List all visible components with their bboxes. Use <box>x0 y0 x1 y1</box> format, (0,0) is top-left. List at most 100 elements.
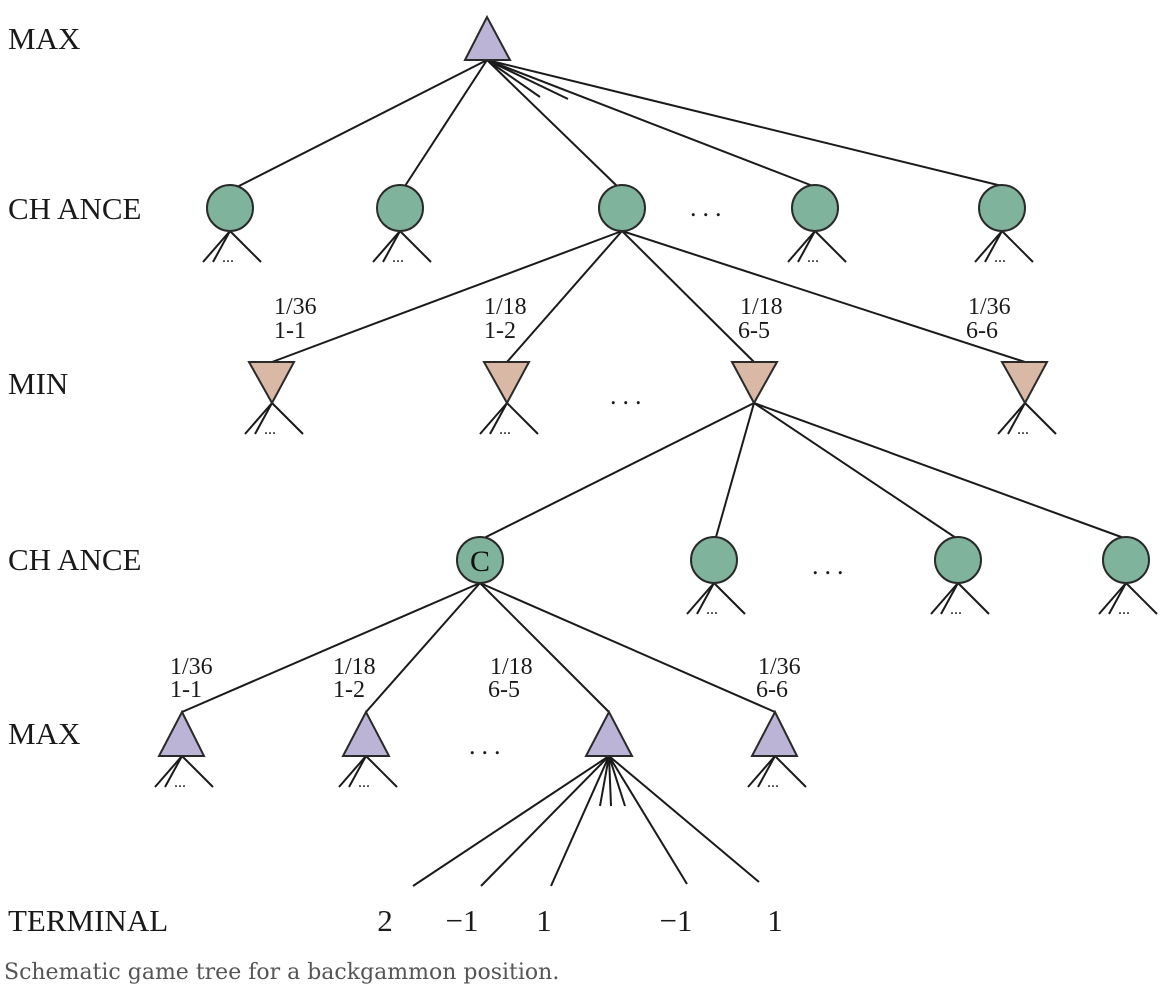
stub-line <box>348 755 367 788</box>
roll-label: 6-6 <box>966 318 998 344</box>
collapsed-subtree-stub: ... <box>930 582 990 618</box>
stub-line <box>787 230 816 263</box>
subtree-ellipsis: ... <box>1118 601 1130 618</box>
max-node-root <box>463 14 512 61</box>
edges-chance-2 <box>181 582 776 713</box>
stub-line <box>1001 230 1034 263</box>
stub-line <box>1125 582 1158 615</box>
chance-node <box>376 184 424 232</box>
subtree-ellipsis: ... <box>950 601 962 618</box>
stub-line <box>997 402 1026 435</box>
stub-line <box>229 230 262 263</box>
collapsed-subtree-stub: ... <box>154 755 214 791</box>
chance-node <box>934 536 982 584</box>
max-node <box>341 709 391 757</box>
terminal-value: −1 <box>446 903 479 938</box>
roll-label: 6-5 <box>738 318 770 344</box>
edge <box>608 755 760 883</box>
edge <box>621 230 755 363</box>
terminal-value: 1 <box>536 903 552 938</box>
stub-line <box>974 230 1003 263</box>
edge-stub <box>608 755 626 807</box>
stub-line <box>1108 582 1127 615</box>
edge <box>486 59 1003 187</box>
level-label-terminal: TERMINAL <box>8 903 168 938</box>
collapsed-subtree-stub: ... <box>747 755 807 791</box>
subtree-ellipsis: ... <box>358 774 370 791</box>
collapsed-subtree-stub: ... <box>974 230 1034 266</box>
edge <box>550 755 610 887</box>
edge <box>479 582 776 713</box>
roll-label: 1-2 <box>333 677 365 703</box>
figure-caption: Schematic game tree for a backgammon pos… <box>4 960 560 985</box>
stub-line <box>757 755 776 788</box>
terminal-value: 2 <box>377 903 393 938</box>
edge <box>412 755 610 887</box>
level-label-chance-2: CH ANCE <box>8 542 142 577</box>
ellipsis: ... <box>610 381 648 410</box>
edge-stub <box>608 755 612 807</box>
edge <box>236 59 488 188</box>
stub-line <box>271 402 304 435</box>
stub-line <box>814 230 847 263</box>
stub-line <box>1024 402 1057 435</box>
edges-min <box>483 402 1125 539</box>
min-node <box>247 361 296 406</box>
edge-stub <box>486 59 541 98</box>
roll-label: 1-1 <box>170 677 202 703</box>
chance-node <box>978 184 1026 232</box>
edges-root <box>236 59 1003 188</box>
stub-line <box>957 582 990 615</box>
max-node <box>584 709 634 757</box>
roll-label: 6-5 <box>488 677 520 703</box>
collapsed-subtree-stub: ... <box>202 230 262 266</box>
level-label-min: MIN <box>8 366 68 401</box>
stub-line <box>774 755 807 788</box>
edge <box>365 582 481 713</box>
prob-label: 1/18 <box>740 294 783 320</box>
subtree-ellipsis: ... <box>807 249 819 266</box>
edge <box>486 59 814 187</box>
subtree-ellipsis: ... <box>264 421 276 438</box>
edge <box>271 230 623 363</box>
collapsed-subtree-stub: ... <box>997 402 1057 438</box>
prob-label: 1/36 <box>274 294 317 320</box>
roll-label: 1-1 <box>274 318 306 344</box>
edge <box>181 582 481 713</box>
collapsed-subtree-stub: ... <box>479 402 539 438</box>
chance-node-c-label: C <box>470 545 490 578</box>
collapsed-subtree-stub: ... <box>244 402 304 438</box>
roll-label: 6-6 <box>756 677 788 703</box>
min-node <box>730 361 779 406</box>
roll-label: 1-2 <box>484 318 516 344</box>
prob-label: 1/36 <box>968 294 1011 320</box>
min-node <box>482 361 531 406</box>
subtree-ellipsis: ... <box>499 421 511 438</box>
level-label-max-top: MAX <box>8 21 80 56</box>
subtree-ellipsis: ... <box>174 774 186 791</box>
edge <box>486 59 618 187</box>
collapsed-subtree-stub: ... <box>372 230 432 266</box>
stub-line <box>489 402 508 435</box>
stub-line <box>506 402 539 435</box>
edge <box>715 402 755 538</box>
stub-line <box>1098 582 1127 615</box>
chance-node <box>598 184 646 232</box>
stub-line <box>212 230 231 263</box>
prob-label: 1/18 <box>490 654 533 680</box>
edge <box>608 755 688 885</box>
subtree-ellipsis: ... <box>994 249 1006 266</box>
stub-line <box>181 755 214 788</box>
subtree-ellipsis: ... <box>392 249 404 266</box>
edge <box>621 230 1026 363</box>
stub-line <box>696 582 715 615</box>
collapsed-subtree-stub: ... <box>338 755 398 791</box>
stub-line <box>940 582 959 615</box>
max-node <box>157 709 206 757</box>
subtree-ellipsis: ... <box>706 601 718 618</box>
chance-node <box>206 184 254 232</box>
prob-label: 1/18 <box>484 294 527 320</box>
edge-stub <box>599 755 610 807</box>
stub-line <box>797 230 816 263</box>
